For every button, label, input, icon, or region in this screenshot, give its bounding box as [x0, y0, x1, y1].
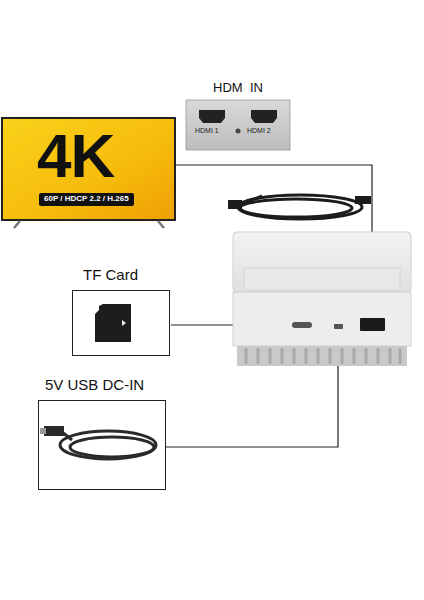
tf-card-box: TF Card	[72, 290, 170, 356]
part-label: TF Card	[83, 266, 138, 283]
hdmi-panel	[186, 100, 290, 150]
panel-heading: HDM IN	[186, 80, 290, 95]
hdmi-panel-box: HDM INHDMI 1HDMI 2	[186, 100, 290, 150]
port-label: HDMI 1	[195, 127, 219, 134]
console-illustration	[233, 232, 411, 366]
tf-card-image	[95, 304, 131, 342]
usb-cable	[40, 426, 156, 459]
tv-illustration	[1, 117, 176, 228]
part-label: 5V USB DC-IN	[45, 376, 144, 393]
usb-box: 5V USB DC-IN	[38, 400, 166, 490]
tv-screen: 4K 60P / HDCP 2.2 / H.265	[3, 119, 174, 219]
spec-text: 60P / HDCP 2.2 / H.265	[39, 193, 134, 206]
hdmi-cable	[228, 195, 371, 219]
port-label: HDMI 2	[247, 127, 271, 134]
resolution-text: 4K	[37, 125, 114, 187]
